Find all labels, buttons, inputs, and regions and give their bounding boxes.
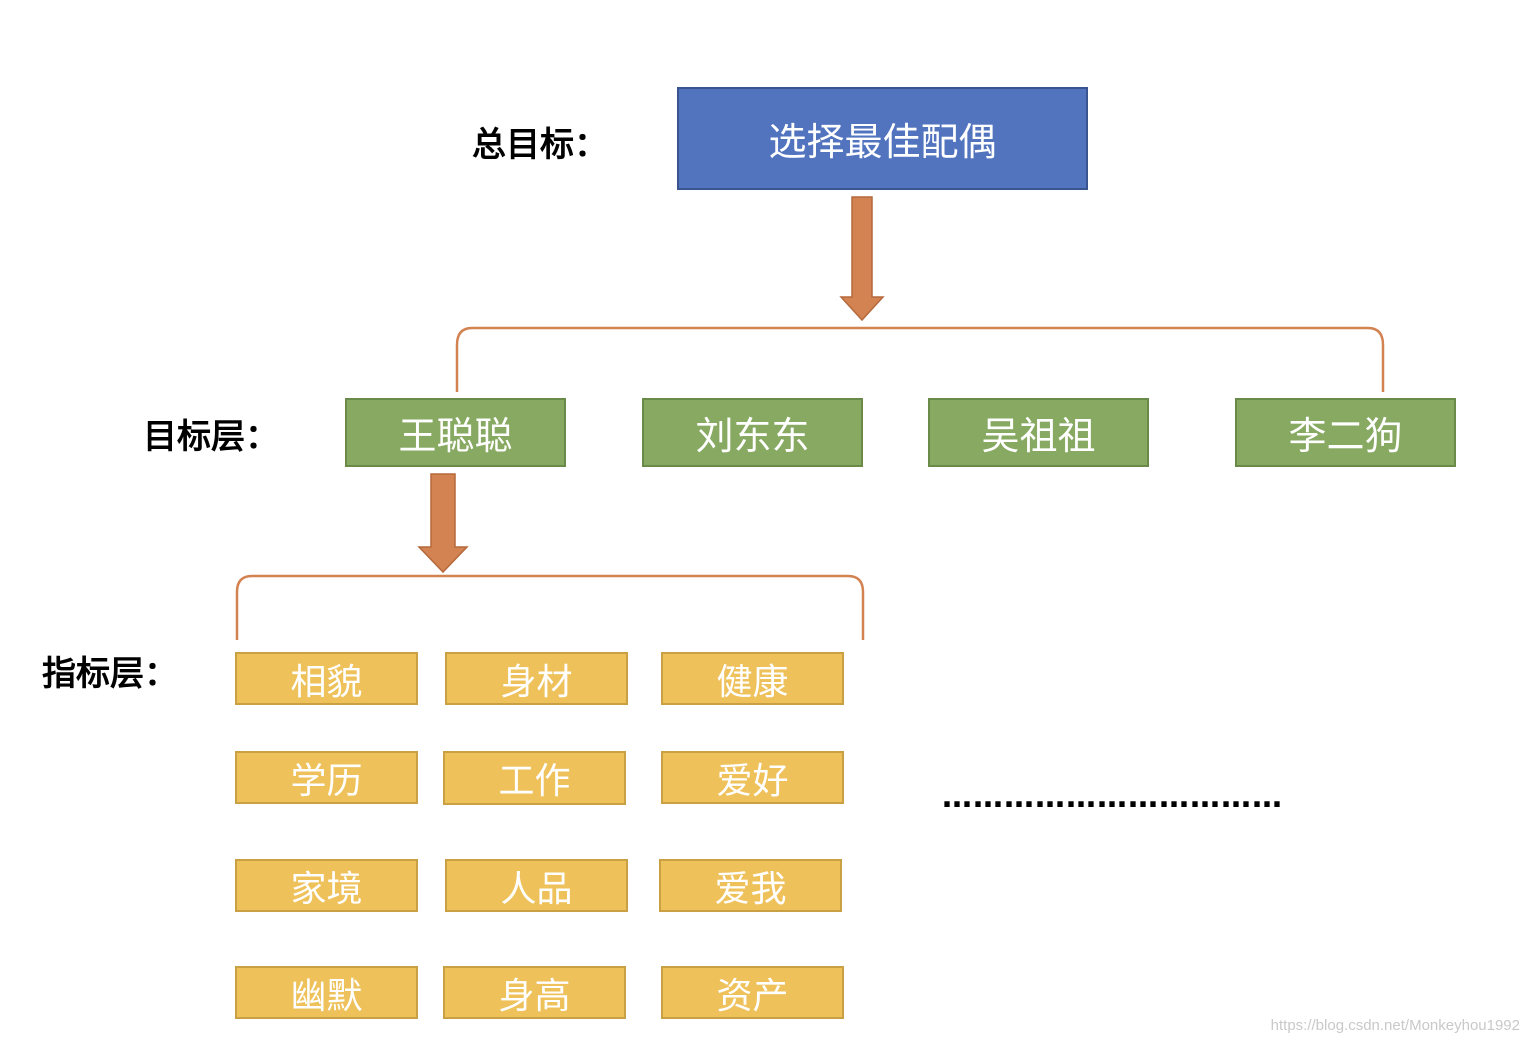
bracket-criteria	[235, 574, 865, 640]
arrow-alternative-to-criteria	[417, 473, 469, 574]
watermark-text: https://blog.csdn.net/Monkeyhou1992	[1270, 1017, 1520, 1034]
criterion-box: 资产	[661, 966, 844, 1019]
criterion-box: 相貌	[235, 652, 418, 705]
criterion-box: 爱我	[659, 859, 842, 912]
criterion-box: 身材	[445, 652, 628, 705]
criterion-box: 身高	[443, 966, 626, 1019]
criterion-box: 人品	[445, 859, 628, 912]
goal-level-label: 总目标：	[472, 125, 608, 165]
criterion-box: 幽默	[235, 966, 418, 1019]
alternative-box: 吴祖祖	[928, 398, 1149, 467]
criterion-box: 工作	[443, 751, 626, 805]
criterion-box: 爱好	[661, 751, 844, 804]
bracket-alternatives	[455, 326, 1385, 392]
criterion-box: 学历	[235, 751, 418, 804]
alternative-box: 王聪聪	[345, 398, 566, 467]
arrow-goal-to-alternatives	[839, 196, 885, 322]
alternatives-level-label: 目标层：	[143, 417, 279, 457]
alternative-box: 李二狗	[1235, 398, 1456, 467]
criterion-box: 家境	[235, 859, 418, 912]
goal-box: 选择最佳配偶	[677, 87, 1088, 190]
criterion-box: 健康	[661, 652, 844, 705]
criteria-level-label: 指标层：	[42, 654, 178, 694]
alternative-box: 刘东东	[642, 398, 863, 467]
ellipsis-text: ……………………………	[942, 780, 1283, 815]
